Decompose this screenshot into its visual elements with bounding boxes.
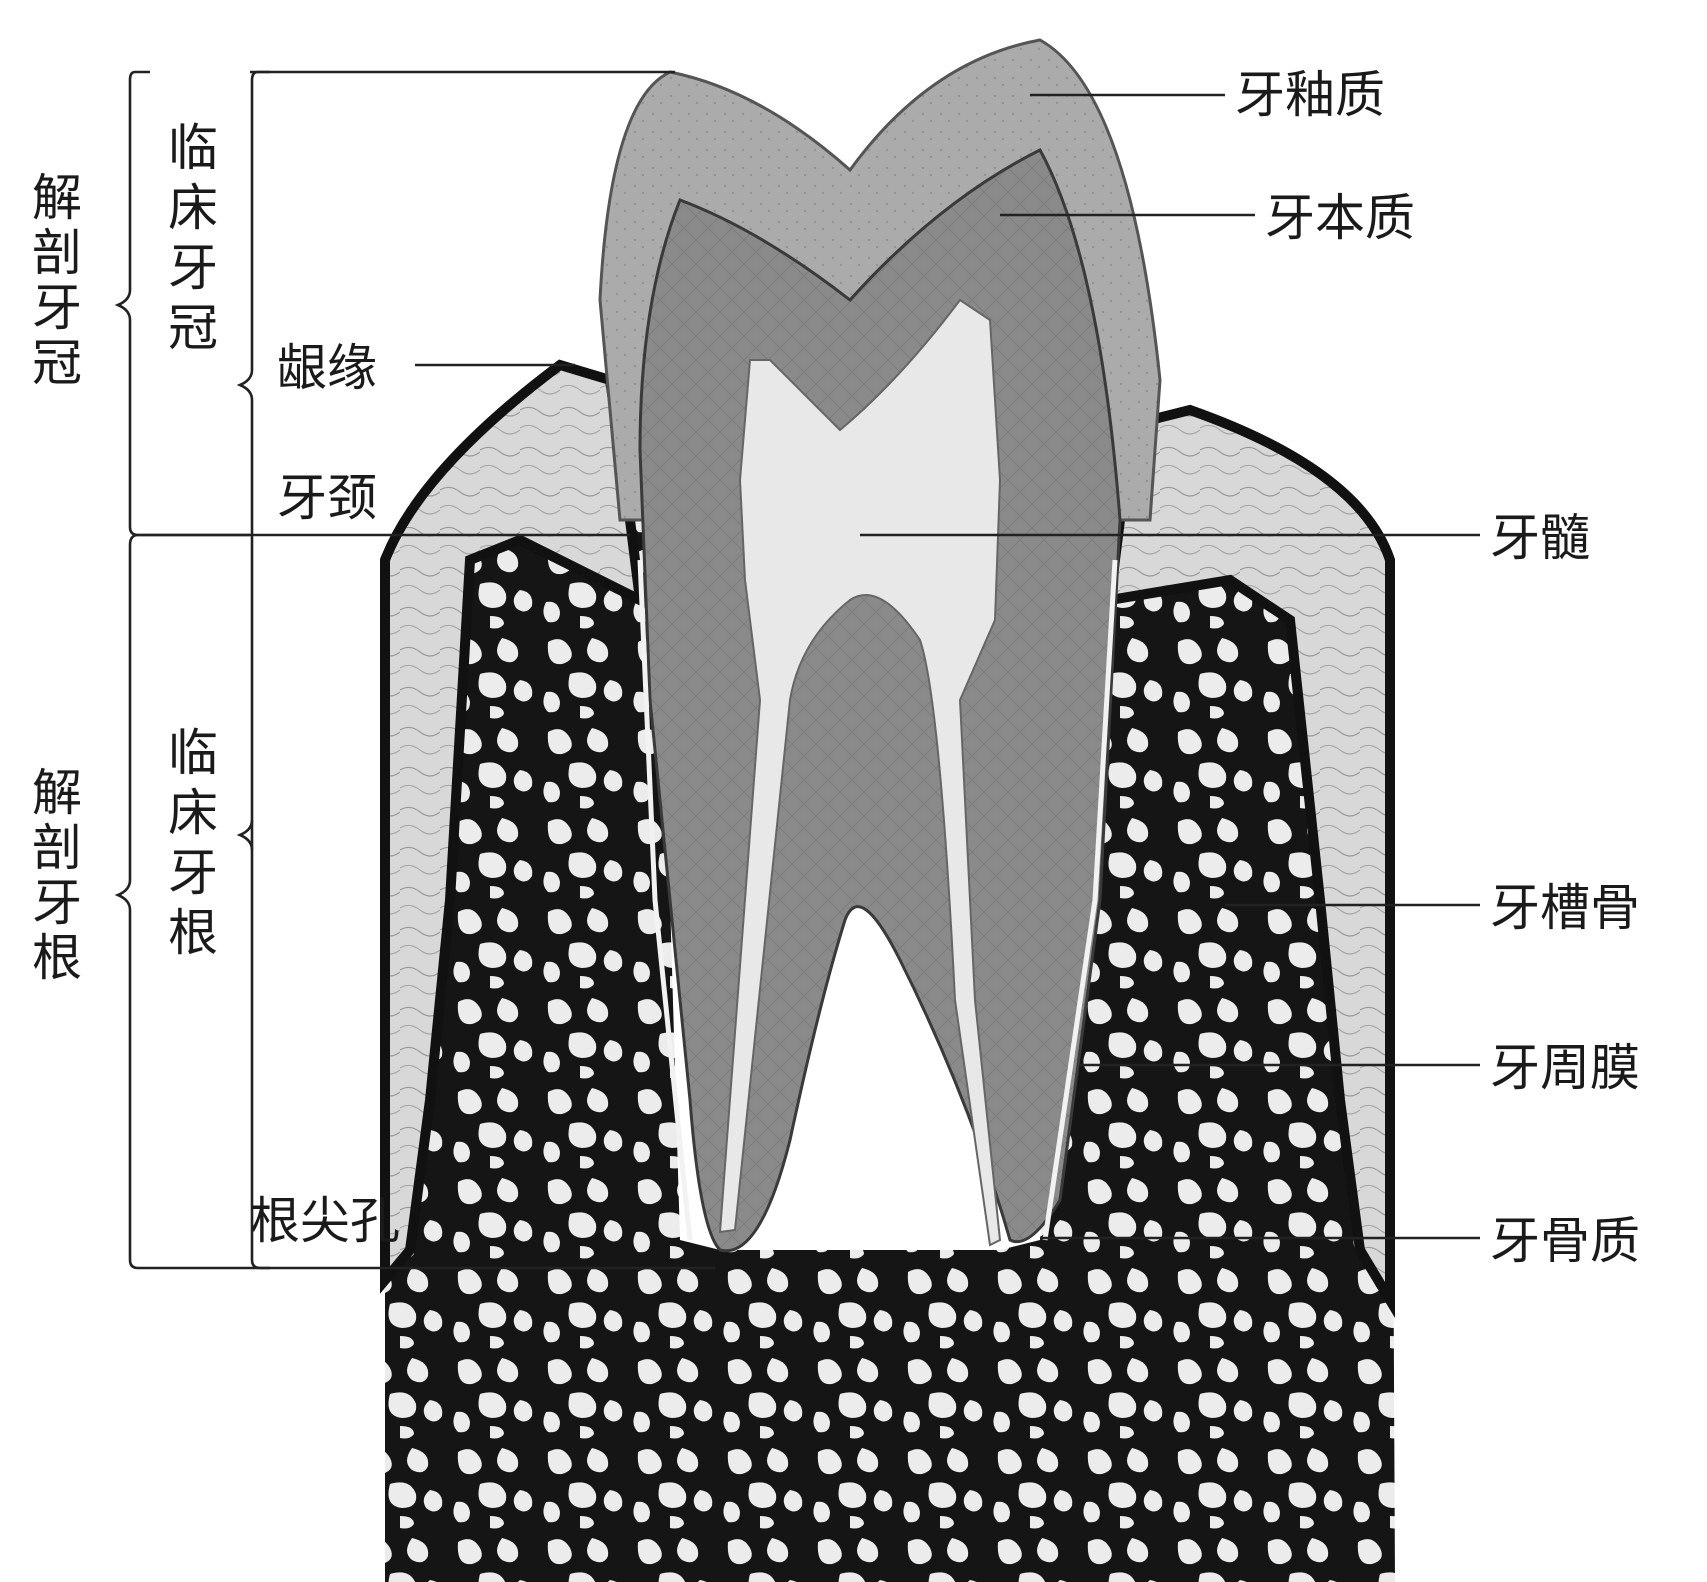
clinical-crown-bracket [240, 72, 270, 1268]
clinical-root-bracket-mid [240, 820, 252, 850]
svg-text:床: 床 [168, 179, 218, 237]
tooth-neck-label: 牙颈 [277, 469, 377, 527]
alveolar-bone-label: 牙槽骨 [1490, 879, 1640, 937]
svg-text:解: 解 [32, 169, 82, 227]
svg-text:临: 临 [168, 119, 218, 177]
periodontal-membrane-label: 牙周膜 [1490, 1039, 1640, 1097]
anatomical-crown-text: 解 剖 牙 冠 [32, 169, 82, 392]
apical-foramen-label: 根尖孔 [250, 1192, 400, 1250]
enamel-label: 牙釉质 [1235, 66, 1385, 124]
svg-text:冠: 冠 [32, 334, 82, 392]
svg-text:根: 根 [168, 904, 218, 962]
dentin-label: 牙本质 [1265, 189, 1415, 247]
svg-text:牙: 牙 [32, 874, 82, 932]
svg-text:临: 临 [168, 724, 218, 782]
anatomical-root-text: 解 剖 牙 根 [32, 764, 82, 987]
svg-text:冠: 冠 [168, 299, 218, 357]
svg-text:剖: 剖 [32, 224, 82, 282]
clinical-crown-text: 临 床 牙 冠 [168, 119, 218, 357]
svg-text:根: 根 [32, 929, 82, 987]
svg-text:牙: 牙 [32, 279, 82, 337]
svg-text:剖: 剖 [32, 819, 82, 877]
svg-text:床: 床 [168, 784, 218, 842]
svg-text:牙: 牙 [168, 239, 218, 297]
tooth-dentin [640, 150, 1120, 1251]
gingival-margin-label: 龈缘 [277, 339, 377, 397]
cementum-label: 牙骨质 [1490, 1212, 1640, 1270]
clinical-root-text: 临 床 牙 根 [168, 724, 218, 962]
svg-text:牙: 牙 [168, 844, 218, 902]
pulp-label: 牙髓 [1490, 509, 1590, 567]
svg-text:解: 解 [32, 764, 82, 822]
